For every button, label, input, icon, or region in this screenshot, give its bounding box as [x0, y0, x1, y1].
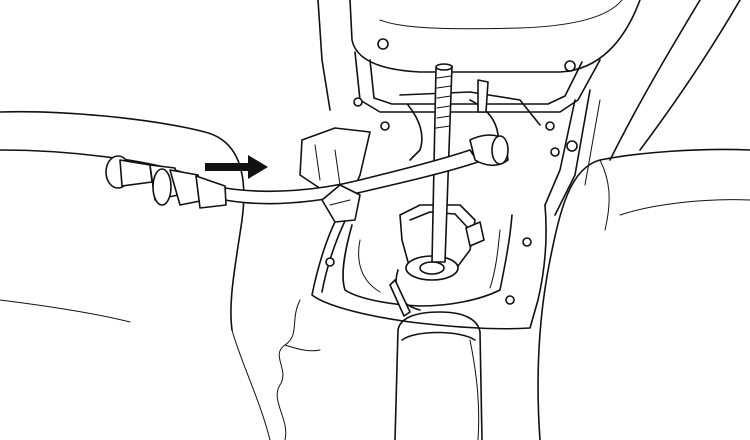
shift-mechanism: [399, 79, 541, 161]
cable: [224, 134, 509, 223]
right-seat: [537, 148, 750, 440]
lever-base: [389, 204, 485, 317]
armrest: [394, 311, 483, 440]
shifter-plate: [311, 204, 547, 330]
bolt-icon: [325, 38, 578, 305]
arrow-right-icon: [205, 155, 268, 179]
cable-end-fitting: [105, 155, 227, 209]
center-console: [317, 0, 741, 216]
left-seat: [0, 110, 271, 440]
floor-carpet: [276, 299, 321, 440]
